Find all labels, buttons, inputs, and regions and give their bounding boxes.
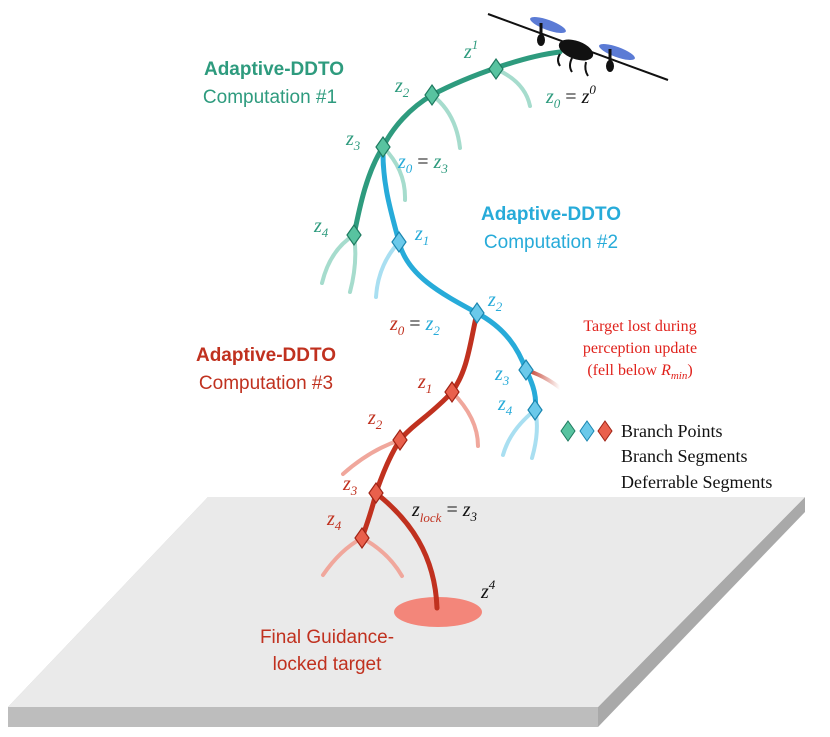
label-z4-blue: z4 — [497, 393, 513, 418]
computation-1-subtitle: Computation #1 — [203, 87, 337, 108]
legend-branch-points-label: Branch Points — [621, 421, 723, 441]
branch-green-z2 — [430, 93, 462, 150]
computation-3-title: Adaptive-DDTO — [196, 345, 336, 366]
diamond-marker-icon — [488, 57, 504, 81]
final-target-line2: locked target — [273, 654, 383, 675]
diamond-marker-icon — [469, 301, 485, 325]
final-target-label: Final Guidance- locked target — [260, 627, 394, 675]
computation-1-title: Adaptive-DDTO — [204, 59, 344, 80]
label-z2-red: z2 — [367, 407, 383, 432]
label-z-sup4: z4 — [480, 577, 496, 603]
label-z3-blue: z3 — [494, 363, 510, 388]
label-z0-eq-z2: z0 = z2 — [389, 313, 440, 338]
label-z0-eq-z3: z0 = z3 — [397, 151, 448, 176]
diamond-marker-icon — [444, 380, 460, 404]
branch-blue-z1 — [374, 240, 401, 299]
target-lost-line3: (fell below Rmin) — [587, 362, 692, 382]
diamond-marker-icon — [424, 83, 440, 107]
diamond-marker-icon — [375, 135, 391, 159]
computation-3-heading: Adaptive-DDTO Computation #3 — [196, 345, 336, 394]
diamond-marker-icon — [368, 481, 384, 505]
ground-side-right — [598, 497, 805, 727]
diamond-marker-icon — [579, 420, 595, 442]
label-z1-blue: z1 — [414, 223, 429, 248]
label-z4-green: z4 — [313, 215, 329, 240]
computation-2-subtitle: Computation #2 — [484, 232, 618, 253]
legend: Branch Points Branch Segments Deferrable… — [559, 420, 772, 492]
diamond-marker-icon — [354, 526, 370, 550]
label-z4-red: z4 — [326, 508, 342, 533]
branch-green-z4a — [320, 233, 356, 285]
diamond-marker-icon — [392, 428, 408, 452]
quadrotor-drone-icon — [487, 13, 669, 81]
diamond-marker-icon — [518, 358, 534, 382]
label-z1-green: z1 — [463, 37, 478, 63]
label-z0-eq-z0: z0 = z0 — [545, 82, 596, 111]
legend-branch-segments: Branch Segments — [560, 446, 747, 466]
diamond-marker-icon — [346, 223, 362, 247]
target-lost-note: Target lost during perception update (fe… — [583, 318, 697, 382]
final-target-line1: Final Guidance- — [260, 627, 394, 648]
computation-2-title: Adaptive-DDTO — [481, 204, 621, 225]
label-z3-green: z3 — [345, 128, 361, 153]
diamond-marker-icon — [527, 398, 543, 422]
target-lost-line2: perception update — [583, 340, 697, 357]
label-z1-red: z1 — [417, 371, 432, 396]
label-z2-blue: z2 — [487, 289, 503, 314]
branch-green-z1 — [494, 67, 532, 108]
deferrable-blue — [380, 144, 539, 413]
label-zlock-eq-z3: zlock = z3 — [411, 499, 478, 525]
deferrable-segments — [351, 49, 563, 611]
branch-points — [346, 57, 543, 550]
legend-deferrable-segments-label: Deferrable Segments — [621, 472, 772, 492]
label-z3-red: z3 — [342, 473, 358, 498]
branch-red-z1 — [450, 390, 480, 448]
target-lost-line1: Target lost during — [583, 318, 696, 335]
legend-branch-segments-label: Branch Segments — [621, 446, 747, 466]
target-ellipse — [394, 597, 482, 627]
computation-3-subtitle: Computation #3 — [199, 373, 333, 394]
diamond-marker-icon — [560, 420, 576, 442]
ground-side-front — [8, 707, 598, 727]
diamond-marker-icon — [391, 230, 407, 254]
legend-deferrable-segments: Deferrable Segments — [559, 472, 772, 492]
label-z2-green: z2 — [394, 75, 410, 100]
deferrable-red-final — [373, 490, 440, 611]
deferrable-green — [351, 49, 563, 238]
computation-2-heading: Adaptive-DDTO Computation #2 — [481, 204, 621, 253]
diamond-marker-icon — [597, 420, 613, 442]
legend-branch-points: Branch Points — [560, 420, 723, 442]
computation-1-heading: Adaptive-DDTO Computation #1 — [203, 59, 344, 108]
